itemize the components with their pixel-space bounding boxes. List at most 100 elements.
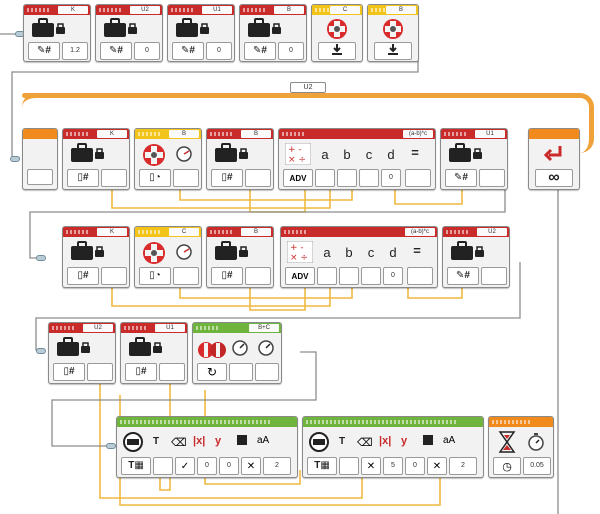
wait-time-block[interactable]: ◷ 0.05: [488, 416, 554, 478]
text-input-plug[interactable]: [153, 457, 173, 475]
color-toggle[interactable]: ✕: [241, 457, 261, 475]
clear-screen-checkbox[interactable]: ✓: [175, 457, 195, 475]
input-b-plug[interactable]: [337, 169, 357, 187]
display-text-block-2[interactable]: T ⌫ |x| y aA T▦ ✕ 5 0 ✕ 2: [302, 416, 484, 478]
variable-block-b-init[interactable]: B ✎# 0: [239, 4, 307, 62]
value-input[interactable]: 0: [134, 42, 160, 60]
tank-mode-on-button[interactable]: ↻: [197, 363, 227, 381]
write-numeric-mode-button[interactable]: ✎#: [172, 42, 204, 60]
wait-time-mode-button[interactable]: ◷: [493, 457, 521, 475]
write-numeric-mode-button[interactable]: ✎#: [244, 42, 276, 60]
measure-degrees-mode-button[interactable]: ▯◔: [139, 267, 171, 285]
clear-screen-checkbox[interactable]: ✕: [361, 457, 381, 475]
variable-read-k-row1[interactable]: K ▯#: [62, 128, 130, 190]
variable-block-k-init[interactable]: K ✎# 1.2: [23, 4, 91, 62]
result-output[interactable]: [407, 267, 433, 285]
value-input[interactable]: [481, 267, 507, 285]
y-input[interactable]: 0: [405, 457, 425, 475]
reset-mode-button[interactable]: [374, 42, 412, 60]
read-numeric-mode-button[interactable]: ▯#: [53, 363, 85, 381]
sequence-plug[interactable]: [36, 348, 46, 354]
motor-rotation-sensor-c-row2[interactable]: C ▯◔: [134, 226, 202, 288]
sequence-plug[interactable]: [10, 156, 20, 162]
variable-block-u1-init[interactable]: U1 ✎# 0: [167, 4, 235, 62]
text-grid-mode-button[interactable]: T▦: [121, 457, 151, 475]
download-arrow-icon: [387, 42, 399, 60]
value-input[interactable]: 0: [206, 42, 232, 60]
input-d-value[interactable]: 0: [381, 169, 401, 187]
value-output[interactable]: [245, 169, 271, 187]
sequence-plug[interactable]: [36, 255, 46, 261]
motor-rotation-reset-c[interactable]: C: [311, 4, 363, 62]
value-input[interactable]: [479, 169, 505, 187]
value-output[interactable]: [245, 267, 271, 285]
variable-read-b-row2[interactable]: B ▯#: [206, 226, 274, 288]
tank-move-block-b-c[interactable]: B+C ↻: [192, 322, 282, 384]
y-input[interactable]: 0: [219, 457, 239, 475]
math-mode-advanced-button[interactable]: ADV: [285, 267, 315, 285]
result-output[interactable]: [405, 169, 431, 187]
read-numeric-mode-button[interactable]: ▯#: [211, 267, 243, 285]
loop-name-label[interactable]: U2: [290, 82, 326, 93]
color-toggle[interactable]: ✕: [427, 457, 447, 475]
value-output[interactable]: [159, 363, 185, 381]
variable-name: K: [58, 6, 88, 14]
variable-read-k-row2[interactable]: K ▯#: [62, 226, 130, 288]
block-header: B: [135, 129, 201, 139]
variable-write-u1-row1[interactable]: U1 ✎#: [440, 128, 508, 190]
read-numeric-mode-button[interactable]: ▯#: [125, 363, 157, 381]
degrees-output[interactable]: [173, 267, 199, 285]
value-output[interactable]: [101, 267, 127, 285]
math-advanced-block-row1[interactable]: (a-b)*c + -× ÷ a b c d = ADV 0: [278, 128, 436, 190]
write-numeric-mode-button[interactable]: ✎#: [28, 42, 60, 60]
motor-rotation-reset-b[interactable]: B: [367, 4, 419, 62]
variable-read-b-row1[interactable]: B ▯#: [206, 128, 274, 190]
input-c-plug[interactable]: [361, 267, 381, 285]
value-input[interactable]: 0: [278, 42, 304, 60]
power-left-input[interactable]: [229, 363, 253, 381]
value-input[interactable]: 1.2: [62, 42, 88, 60]
hash-icon: #: [261, 45, 267, 56]
read-numeric-mode-button[interactable]: ▯#: [67, 169, 99, 187]
variable-read-u2-row3[interactable]: U2 ▯#: [48, 322, 116, 384]
text-grid-mode-button[interactable]: T▦: [307, 457, 337, 475]
display-text-block-1[interactable]: T ⌫ |x| y aA T▦ ✓ 0 0 ✕ 2: [116, 416, 298, 478]
input-b-plug[interactable]: [339, 267, 359, 285]
loop-mode-unlimited-button[interactable]: ∞: [535, 169, 573, 187]
input-a-plug[interactable]: [315, 169, 335, 187]
write-numeric-mode-button[interactable]: ✎#: [447, 267, 479, 285]
motor-rotation-sensor-b-row1[interactable]: B ▯◔: [134, 128, 202, 190]
read-numeric-mode-button[interactable]: ▯#: [211, 169, 243, 187]
input-a-plug[interactable]: [317, 267, 337, 285]
sequence-plug[interactable]: [106, 443, 116, 449]
x-icon: ✕: [432, 460, 442, 472]
suitcase-icon: [69, 241, 105, 261]
x-input[interactable]: 5: [383, 457, 403, 475]
font-input[interactable]: 2: [263, 457, 291, 475]
power-right-input[interactable]: [255, 363, 279, 381]
variable-block-u2-init[interactable]: U2 ✎# 0: [95, 4, 163, 62]
measure-degrees-mode-button[interactable]: ▯◔: [139, 169, 171, 187]
read-numeric-mode-button[interactable]: ▯#: [67, 267, 99, 285]
loop-start-block[interactable]: [22, 128, 58, 190]
loop-end-block[interactable]: ∞: [528, 128, 580, 190]
variable-write-u2-row2[interactable]: U2 ✎#: [442, 226, 510, 288]
motor-rotation-icon: [141, 241, 167, 265]
font-input[interactable]: 2: [449, 457, 477, 475]
input-d-value[interactable]: 0: [383, 267, 403, 285]
input-c-plug[interactable]: [359, 169, 379, 187]
value-output[interactable]: [87, 363, 113, 381]
math-advanced-block-row2[interactable]: (a-b)*c + -× ÷ a b c d = ADV 0: [280, 226, 438, 288]
variable-read-u1-row3[interactable]: U1 ▯#: [120, 322, 188, 384]
value-output[interactable]: [101, 169, 127, 187]
x-input[interactable]: 0: [197, 457, 217, 475]
reset-mode-button[interactable]: [318, 42, 356, 60]
degrees-output[interactable]: [173, 169, 199, 187]
loop-index-output[interactable]: [27, 169, 53, 185]
seconds-input[interactable]: 0.05: [523, 457, 551, 475]
math-mode-advanced-button[interactable]: ADV: [283, 169, 313, 187]
write-numeric-mode-button[interactable]: ✎#: [100, 42, 132, 60]
text-input-plug[interactable]: [339, 457, 359, 475]
write-numeric-mode-button[interactable]: ✎#: [445, 169, 477, 187]
